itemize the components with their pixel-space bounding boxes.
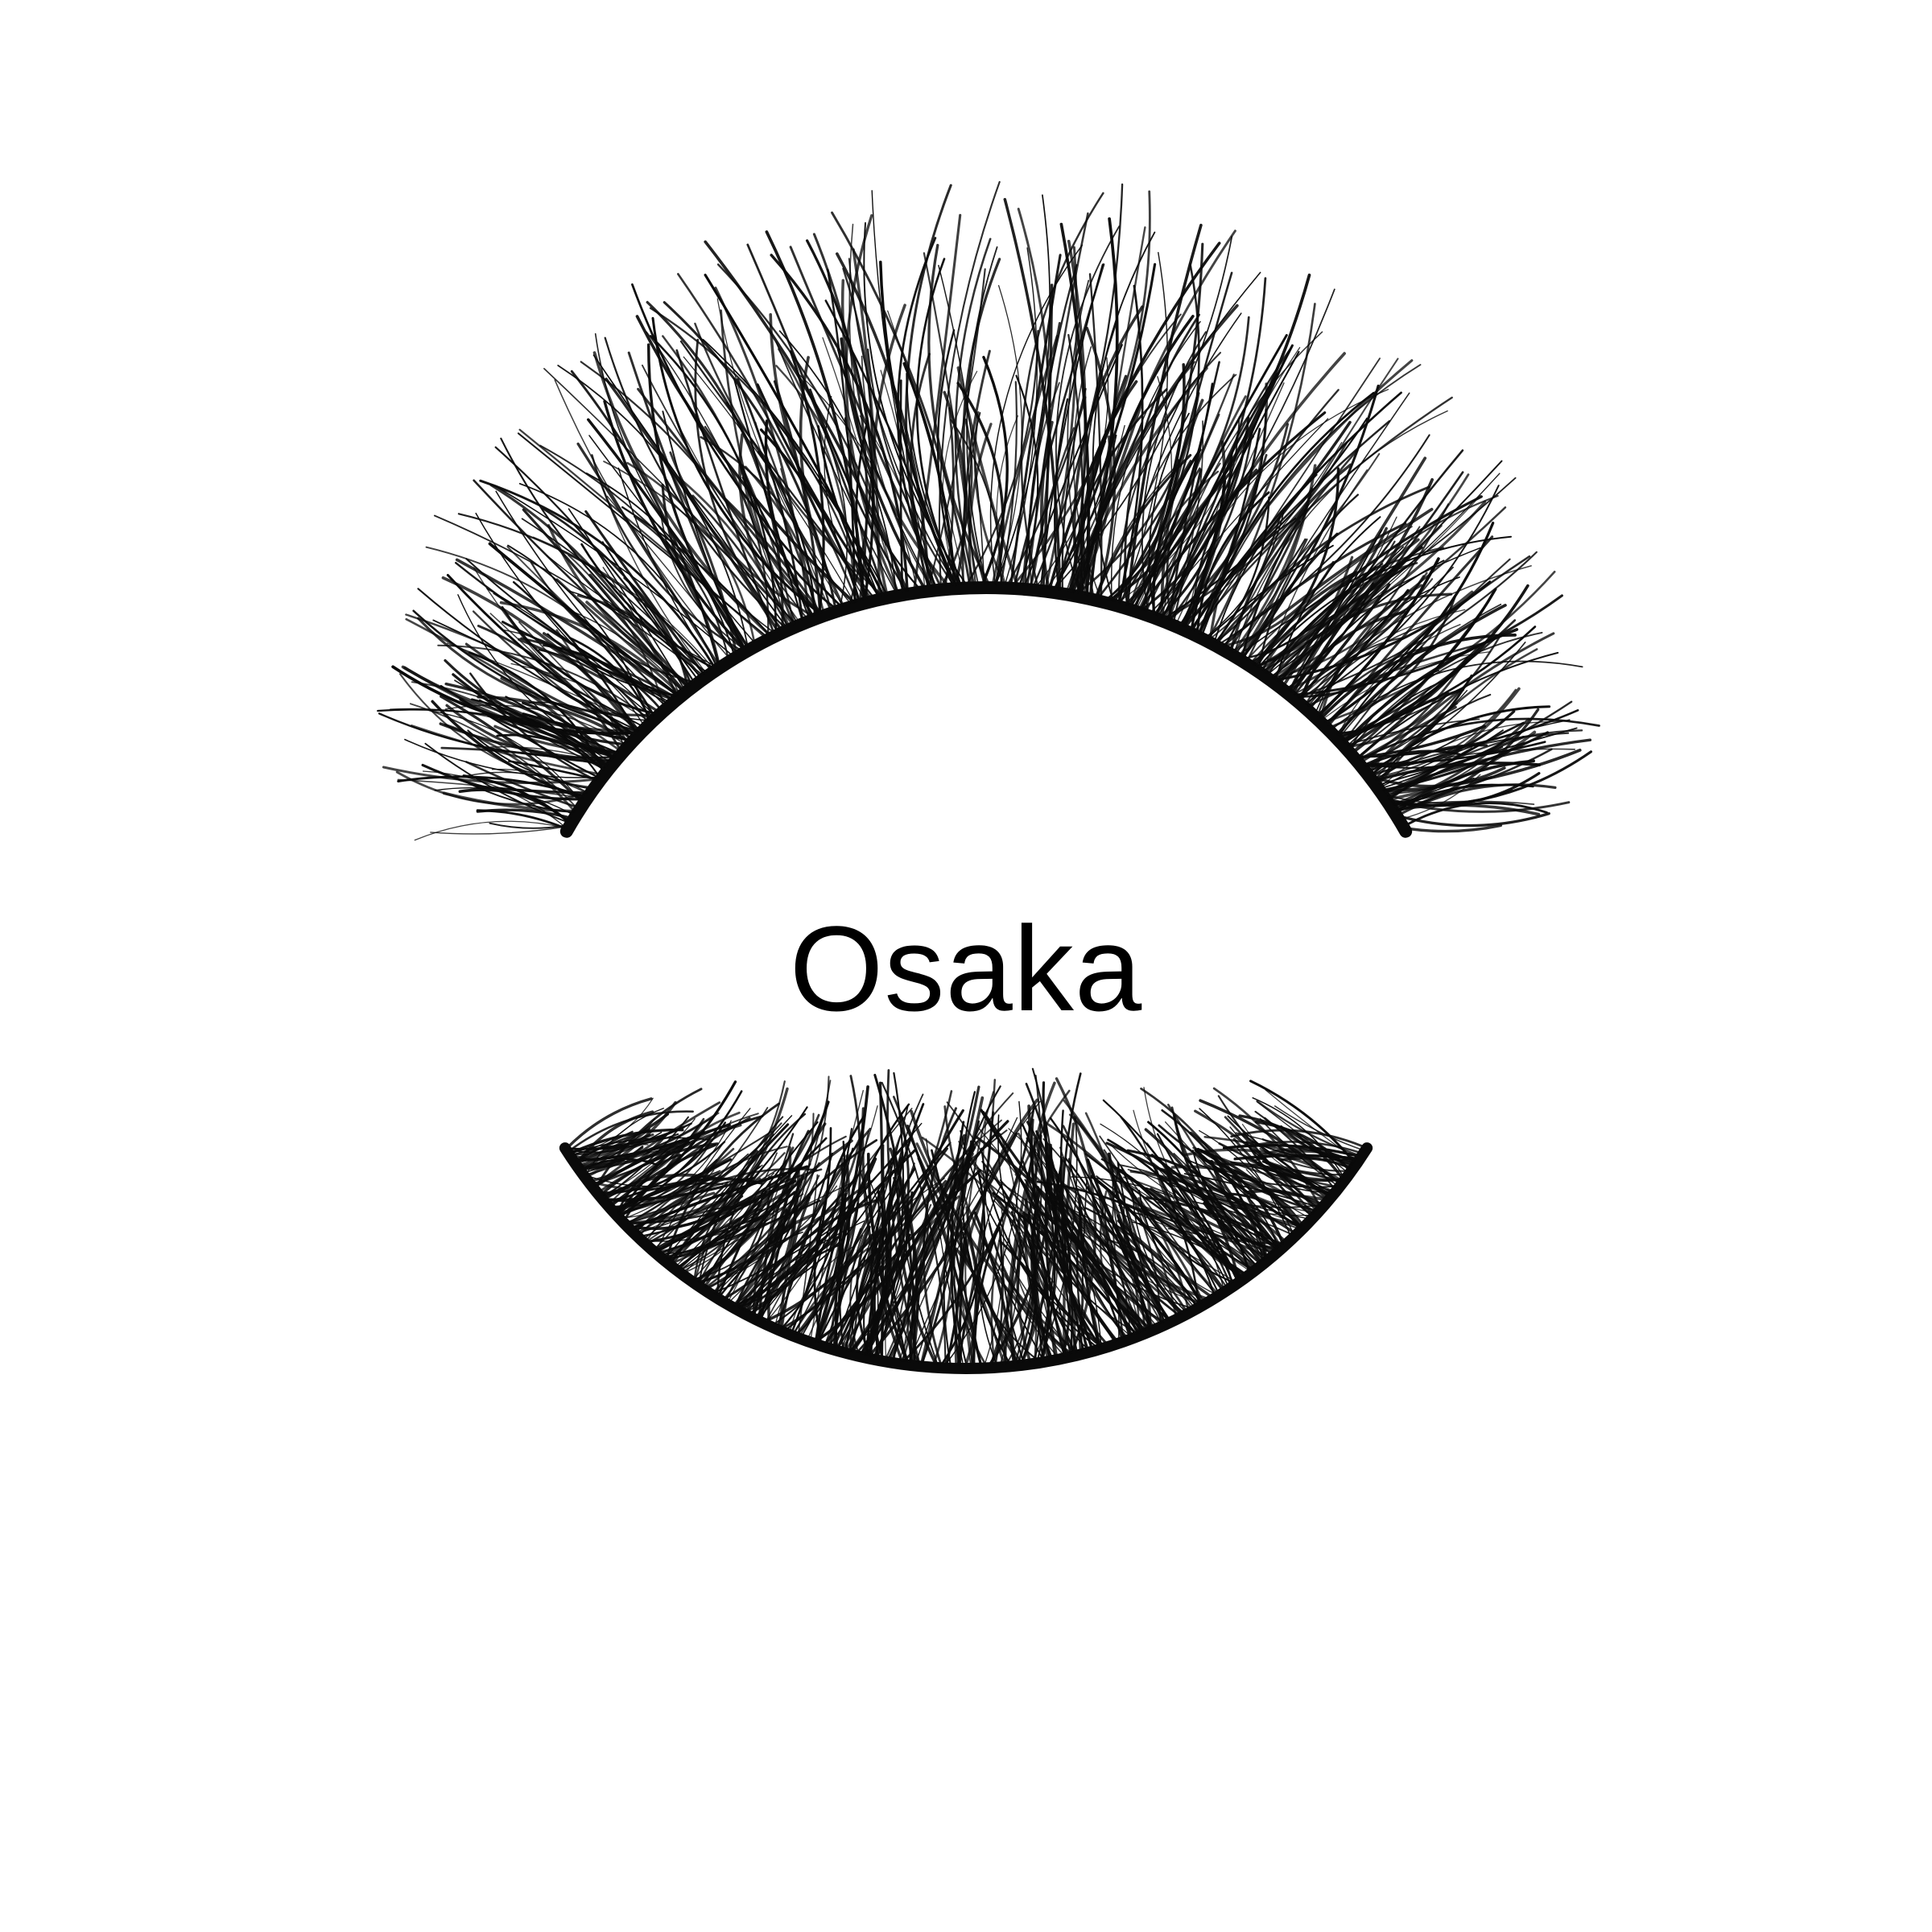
upper-eyelash-strip <box>377 180 1600 841</box>
product-name-label: Osaka <box>789 901 1143 1036</box>
lower-eyelash-strip <box>559 1067 1373 1374</box>
